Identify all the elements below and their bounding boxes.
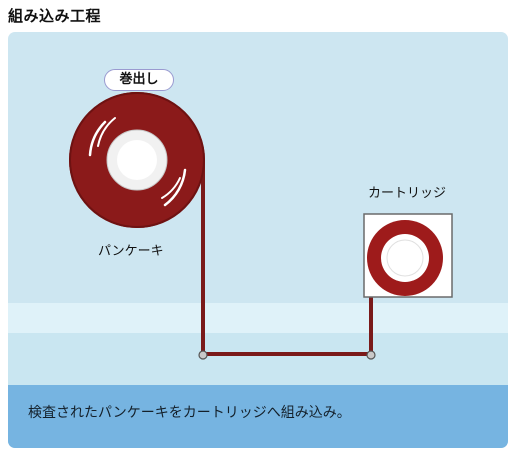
page-title: 組み込み工程 bbox=[8, 7, 102, 25]
light-band bbox=[8, 303, 508, 333]
roller-icon bbox=[366, 350, 376, 360]
cartridge-icon bbox=[363, 213, 453, 298]
pancake-label: パンケーキ bbox=[98, 244, 164, 259]
roller-icon bbox=[198, 350, 208, 360]
unwind-badge: 巻出し bbox=[104, 69, 174, 91]
caption-text: 検査されたパンケーキをカートリッジへ組み込み。 bbox=[28, 405, 351, 421]
cartridge-label: カートリッジ bbox=[368, 186, 447, 201]
pancake-reel-icon bbox=[69, 92, 205, 228]
caption-footer bbox=[8, 385, 508, 448]
tape-path bbox=[201, 160, 373, 356]
floor-band bbox=[8, 333, 508, 385]
